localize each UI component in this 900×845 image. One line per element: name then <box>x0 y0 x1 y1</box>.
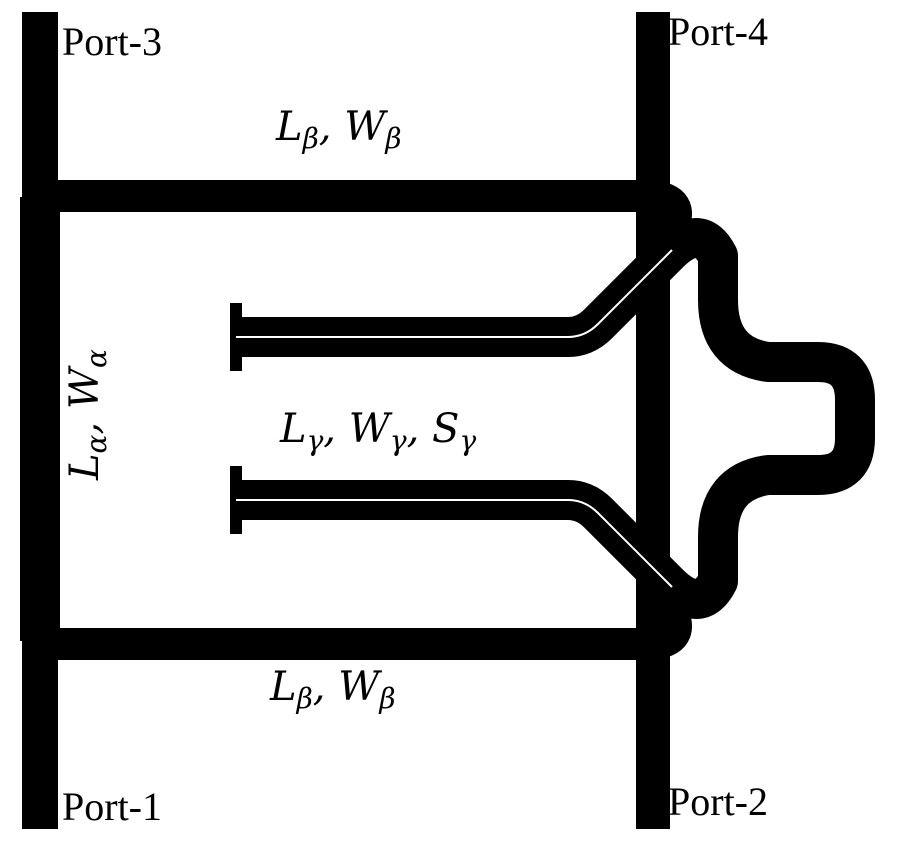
line-beta-bottom <box>40 628 660 660</box>
port-4-label: Port-4 <box>668 9 768 54</box>
port-3-label: Port-3 <box>62 19 162 64</box>
label-alpha: Lα, Wα <box>62 349 113 481</box>
gamma-bottom-corner-link <box>649 595 692 660</box>
line-beta-top <box>40 180 660 212</box>
label-beta-bottom: Lβ, Wβ <box>269 664 396 715</box>
port-1-label: Port-1 <box>62 784 162 829</box>
line-alpha-segment <box>20 197 60 641</box>
label-beta-top: Lβ, Wβ <box>275 104 402 155</box>
gamma-lower-slit <box>236 499 673 588</box>
gamma-upper-slit <box>236 249 673 338</box>
gamma-lower-branch <box>235 436 875 619</box>
label-gamma: Lγ, Wγ, Sγ <box>279 406 476 457</box>
line-right-vertical <box>636 12 670 829</box>
gamma-top-corner-link <box>649 180 692 245</box>
port-2-label: Port-2 <box>668 779 768 824</box>
